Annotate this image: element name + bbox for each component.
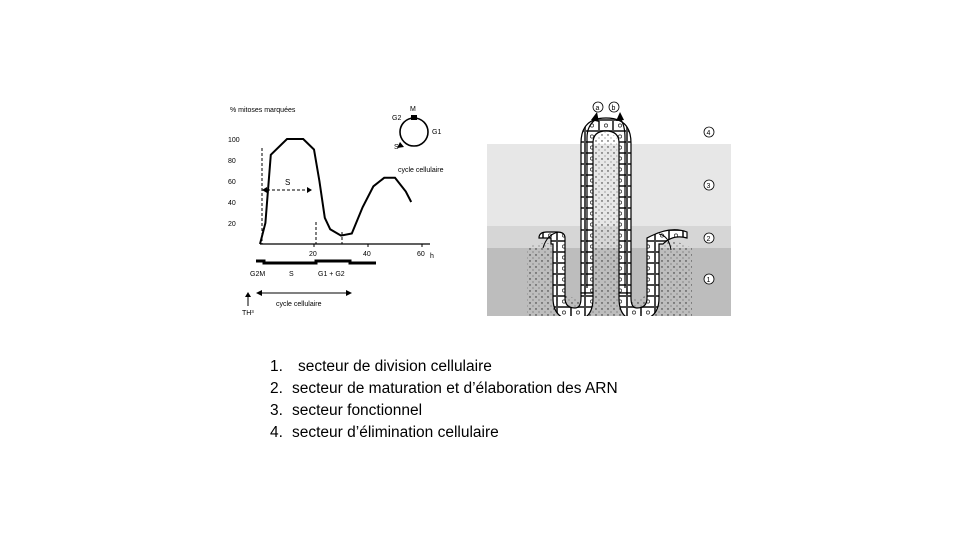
legend-number: 2. [270, 380, 283, 397]
legend-text: secteur de maturation et d’élaboration d… [292, 380, 618, 397]
y-tick-label: 100 [228, 137, 240, 144]
migration-arrow-left [586, 119, 596, 288]
x-tick-label: 40 [363, 251, 371, 258]
sector-legend: 1. secteur de division cellulaire 2. secte… [270, 356, 618, 444]
zone-marker-2 [703, 232, 715, 244]
s-arrow-head-right [307, 187, 312, 193]
cycle-arrow-head-left [256, 290, 262, 296]
inset-caption: cycle cellulaire [398, 167, 444, 174]
legend-number: 1. [270, 358, 283, 375]
crypt-arrow-left [542, 231, 560, 249]
phase-label-g1g2: G1 + G2 [318, 271, 345, 278]
legend-text: secteur fonctionnel [292, 402, 423, 419]
exfoliation-label-a: a [596, 105, 600, 112]
cycle-circle [399, 117, 429, 147]
legend-item: 3. secteur fonctionnel [270, 400, 618, 422]
phase-bar [256, 259, 376, 265]
migration-arrow-left-head [591, 112, 599, 122]
phase-label-s: S [289, 271, 294, 278]
chart-ylabel: % mitoses marquées [230, 107, 296, 114]
exfoliation-label-b: b [612, 105, 616, 112]
stroma [527, 132, 692, 316]
migration-arrow-right [620, 119, 626, 288]
y-tick-labels: 20 40 60 80 100 [228, 137, 240, 228]
cycle-inset-arrow [397, 142, 404, 148]
crypt-arrow-right [658, 233, 672, 251]
legend-item: 1. secteur de division cellulaire [270, 356, 618, 378]
y-tick-label: 80 [228, 158, 236, 165]
inset-label-g2: G2 [392, 115, 401, 122]
crypt-right-epithelium [618, 229, 688, 316]
x-tick-label: 60 [417, 251, 425, 258]
x-tick-labels: 20 40 60 [309, 244, 425, 258]
zone-label-1: 1 [707, 277, 711, 284]
zone-marker-4 [703, 126, 715, 138]
s-arrow-head-left [262, 187, 267, 193]
cycle-label: cycle cellulaire [276, 301, 322, 308]
zone-label-2: 2 [707, 236, 711, 243]
exfoliation-marker-b [608, 101, 620, 113]
x-tick-label: 20 [309, 251, 317, 258]
zone-marker-1 [703, 273, 715, 285]
legend-item: 4. secteur d’élimination cellulaire [270, 422, 618, 444]
cycle-arrow-head-right [346, 290, 352, 296]
y-tick-label: 20 [228, 221, 236, 228]
inset-label-m: M [410, 106, 416, 113]
inset-label-g1: G1 [432, 129, 441, 136]
legend-text: secteur d’élimination cellulaire [292, 424, 499, 441]
crypt-villus-diagram: a b 4 3 2 1 [487, 98, 731, 316]
legend-number: 3. [270, 402, 283, 419]
y-tick-label: 40 [228, 200, 236, 207]
y-tick-label: 60 [228, 179, 236, 186]
cycle-inset: M G2 G1 S cycle cellulaire [392, 106, 444, 174]
migration-arrow-right-head [616, 112, 624, 121]
phase-label-g2m: G2M [250, 271, 265, 278]
legend-number: 4. [270, 424, 283, 441]
s-label: S [285, 178, 290, 187]
legend-text: secteur de division cellulaire [298, 358, 492, 375]
zone-label-3: 3 [707, 183, 711, 190]
th-marker-head [245, 292, 251, 297]
x-unit-label: h [430, 253, 434, 260]
exfoliation-marker-a [592, 101, 604, 113]
mitosis-marker [411, 115, 417, 120]
inset-label-s: S [394, 144, 399, 151]
th-label: TH³ [242, 310, 254, 317]
legend-item: 2. secteur de maturation et d’élaboration… [270, 378, 618, 400]
mitoses-curve [259, 138, 413, 245]
zone-marker-3 [703, 179, 715, 191]
zone-label-4: 4 [707, 130, 711, 137]
